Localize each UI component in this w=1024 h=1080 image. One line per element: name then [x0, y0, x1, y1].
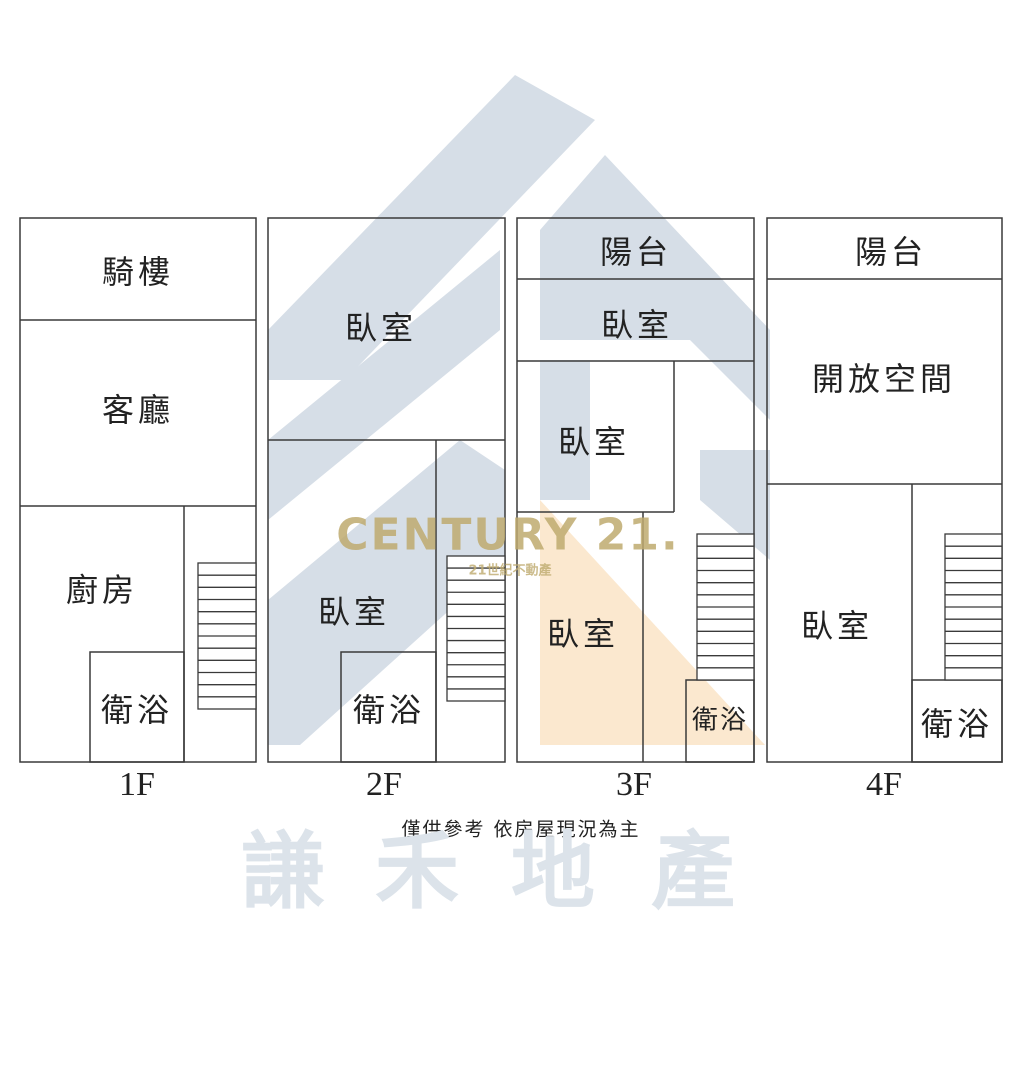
room-label: 臥室 — [800, 607, 874, 645]
company-watermark-char: 謙 — [240, 822, 326, 921]
house-watermark — [268, 75, 770, 745]
company-watermark-char: 地 — [510, 822, 596, 921]
century21-logo: CENTURY 21. — [336, 509, 680, 561]
room-label: 廚房 — [65, 571, 139, 609]
floor-label: 1F — [119, 766, 155, 803]
company-watermark-char: 產 — [650, 822, 736, 921]
disclaimer-note: 僅供參考 依房屋現況為主 — [401, 818, 641, 841]
room-label: 臥室 — [600, 306, 674, 344]
company-watermark-char: 禾 — [374, 822, 460, 921]
floor-label: 2F — [366, 766, 402, 803]
room-label: 臥室 — [344, 309, 418, 347]
room-label: 臥室 — [317, 593, 391, 631]
century21-subtitle: 21世紀不動產 — [468, 563, 552, 579]
room-label: 衛浴 — [352, 691, 426, 729]
room-label: 臥室 — [557, 423, 631, 461]
room-label: 騎樓 — [101, 253, 175, 291]
room-label: 客廳 — [101, 391, 175, 429]
room-label: 衛浴 — [920, 705, 994, 743]
orange-watermark — [540, 500, 765, 745]
floor-label: 3F — [616, 766, 652, 803]
room-label: 陽台 — [854, 233, 928, 271]
room-label: 開放空間 — [811, 360, 957, 398]
room-label: 衛浴 — [691, 705, 749, 736]
room-label: 衛浴 — [100, 691, 174, 729]
room-label: 陽台 — [599, 233, 673, 271]
floor-label: 4F — [866, 766, 902, 803]
room-label: 臥室 — [546, 615, 620, 653]
